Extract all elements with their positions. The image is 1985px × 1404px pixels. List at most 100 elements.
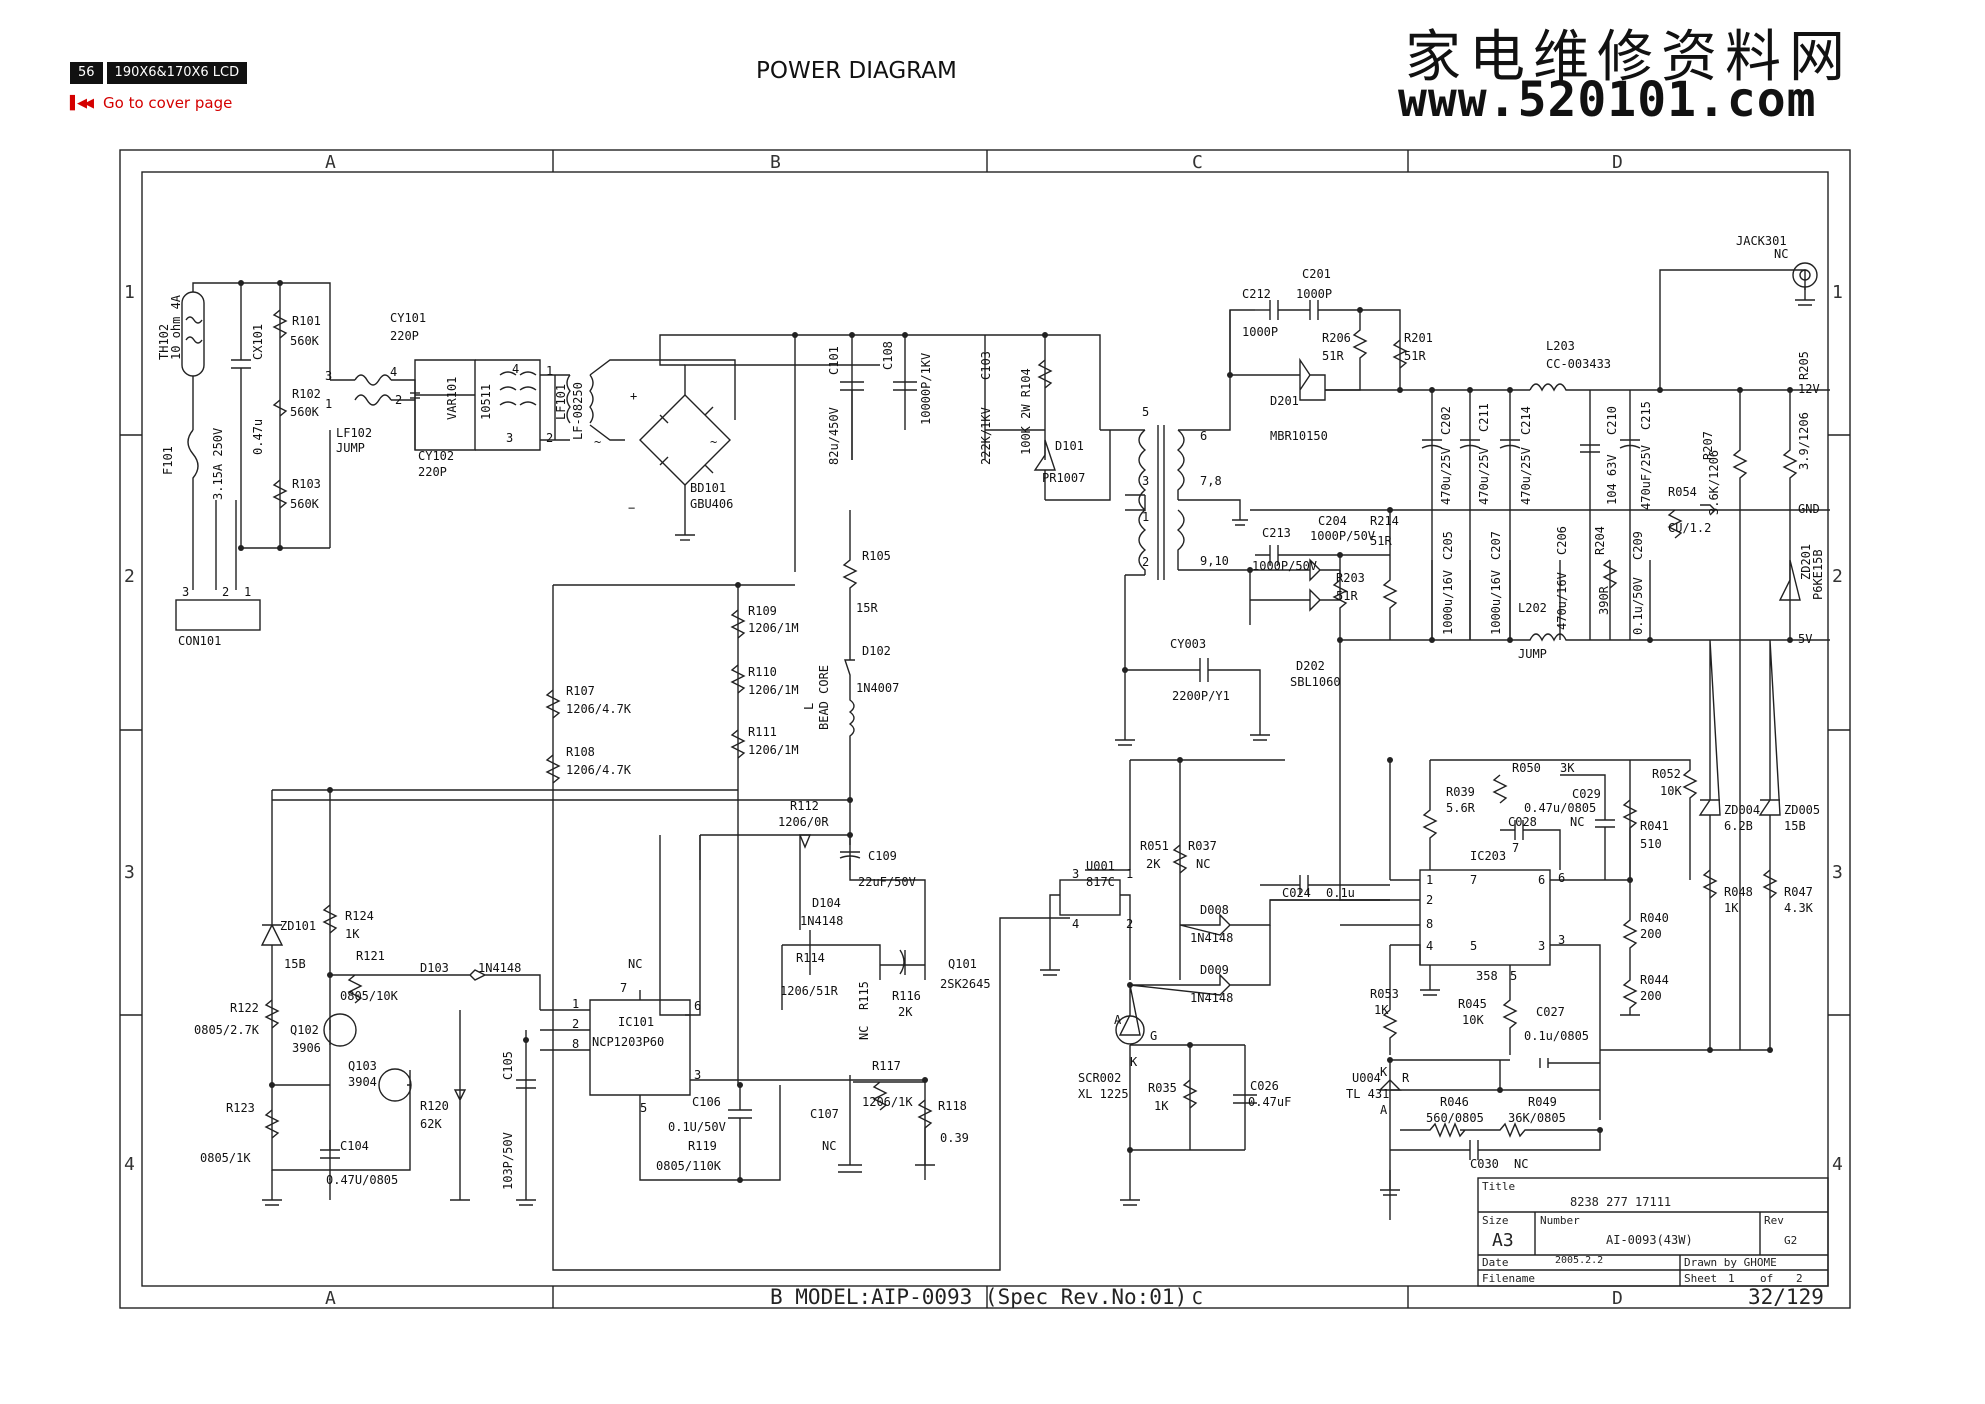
page-badge: 56 190X6&170X6 LCD (70, 62, 248, 84)
con101-connector (175, 599, 261, 631)
label-r120v: 62K (420, 1117, 442, 1131)
label-c028: C028 (1508, 815, 1537, 829)
label-c204: C204 (1318, 514, 1347, 528)
label-d103: D103 (420, 961, 449, 975)
label-d008: D008 (1200, 903, 1229, 917)
label-r117v: 1206/1K (862, 1095, 913, 1109)
label-r050: R050 (1512, 761, 1541, 775)
label-c202: C202 (1439, 406, 1453, 435)
label-c207: C207 (1489, 531, 1503, 560)
label-c205v: 1000u/16V (1441, 570, 1455, 635)
label-r110v: 1206/1M (748, 683, 799, 697)
label-ic101v: NCP1203P60 (592, 1035, 664, 1049)
label-r112: R112 (790, 799, 819, 813)
label-r047v: 4.3K (1784, 901, 1814, 915)
label-r049: R049 (1528, 1095, 1557, 1109)
label-cy101v: 220P (390, 329, 419, 343)
label-ic2p1: 1 (1426, 873, 1433, 887)
label-cx101: CX101 (251, 324, 265, 360)
label-r054: R054 (1668, 485, 1697, 499)
label-r214v: 51R (1370, 534, 1392, 548)
label-c028v: NC (1570, 815, 1584, 829)
label-ic2p5: 5 (1470, 939, 1477, 953)
label-d102: D102 (862, 644, 891, 658)
svg-text:Title: Title (1482, 1180, 1515, 1193)
label-scr002v: XL 1225 (1078, 1087, 1129, 1101)
label-t910: 9,10 (1200, 554, 1229, 568)
label-l203: L203 (1546, 339, 1575, 353)
label-r114: R114 (796, 951, 825, 965)
label-cx101v: 0.47u (251, 419, 265, 455)
label-ic2p4: 4 (1426, 939, 1433, 953)
label-r104: 100K 2W R104 (1019, 368, 1033, 455)
label-bead_l: L (802, 703, 816, 710)
label-r207: R207 (1701, 431, 1715, 460)
label-t2: 2 (1142, 555, 1149, 569)
label-lf101: LF101 (554, 384, 568, 420)
label-d102v: 1N4007 (856, 681, 899, 695)
label-r107v: 1206/4.7K (566, 702, 632, 716)
label-u1p3: 3 (1072, 867, 1079, 881)
label-r054v: CU/1.2 (1668, 521, 1711, 535)
label-con2: 2 (222, 585, 229, 599)
col-a-bottom: A (325, 1288, 336, 1309)
label-c212: C212 (1242, 287, 1271, 301)
label-cy102v: 220P (418, 465, 447, 479)
label-c101v: 82u/450V (827, 407, 841, 465)
footer-model-line: B MODEL:AIP-0093 (Spec Rev.No:01) (770, 1285, 1187, 1309)
label-r052: R052 (1652, 767, 1681, 781)
svg-text:Rev: Rev (1764, 1214, 1784, 1227)
label-r046v: 560/0805 (1426, 1111, 1484, 1125)
col-a-top: A (325, 152, 336, 173)
label-d008v: 1N4148 (1190, 931, 1233, 945)
label-l203v: CC-003433 (1546, 357, 1611, 371)
title-block-text: Title 8238 277 17111 Size A3 Number AI-0… (1482, 1180, 1803, 1285)
label-r121: R121 (356, 949, 385, 963)
page-title: POWER DIAGRAM (756, 58, 957, 84)
label-r201v: 51R (1404, 349, 1426, 363)
label-c211: C211 (1477, 403, 1491, 432)
lf101-choke (566, 374, 594, 424)
label-f101: F101 (161, 446, 175, 475)
label-c109v: 22uF/50V (858, 875, 916, 889)
label-r115v: NC (857, 1026, 871, 1040)
label-th102v: 10 ohm 4A (169, 294, 183, 360)
label-p6: 6 (694, 999, 701, 1013)
label-c206v: 470u/16V (1555, 572, 1569, 630)
label-bead: BEAD CORE (817, 665, 831, 730)
label-d103v: 1N4148 (478, 961, 521, 975)
label-r111: R111 (748, 725, 777, 739)
label-r207v: 3.6K/1206 (1707, 450, 1721, 515)
label-u004: U004 (1352, 1071, 1381, 1085)
label-c105: C105 (501, 1051, 515, 1080)
label-r045: R045 (1458, 997, 1487, 1011)
label-c205: C205 (1441, 531, 1455, 560)
label-r102: R102 (292, 387, 321, 401)
label-r114v: 1206/51R (780, 984, 839, 998)
grid-labels: A B C D A D 1 2 3 4 1 2 3 4 (124, 152, 1843, 1309)
page-number: 56 (70, 62, 103, 84)
label-ic203: IC203 (1470, 849, 1506, 863)
label-t3: 3 (1142, 474, 1149, 488)
label-c103: C103 (979, 351, 993, 380)
label-c206: C206 (1555, 526, 1569, 555)
label-r052v: 10K (1660, 784, 1682, 798)
label-ic203v: 358 (1476, 969, 1498, 983)
label-var101v: 10511 (479, 384, 493, 420)
label-r121v: 0805/10K (340, 989, 399, 1003)
label-v12: 12V (1798, 382, 1820, 396)
label-cy102: CY102 (418, 449, 454, 463)
label-r039v: 5.6R (1446, 801, 1476, 815)
label-pinA: A (1114, 1013, 1122, 1027)
label-r037: R037 (1188, 839, 1217, 853)
label-r040v: 200 (1640, 927, 1662, 941)
label-l202: L202 (1518, 601, 1547, 615)
label-r103v: 560K (290, 497, 320, 511)
label-c027: C027 (1536, 1005, 1565, 1019)
label-t1: 1 (1142, 510, 1149, 524)
go-to-cover-link[interactable]: ▌◀◀ Go to cover page (70, 94, 232, 112)
label-c215v: 470uF/25V (1639, 445, 1653, 510)
label-pinK: K (1130, 1055, 1138, 1069)
label-r102v: 560K (290, 405, 320, 419)
